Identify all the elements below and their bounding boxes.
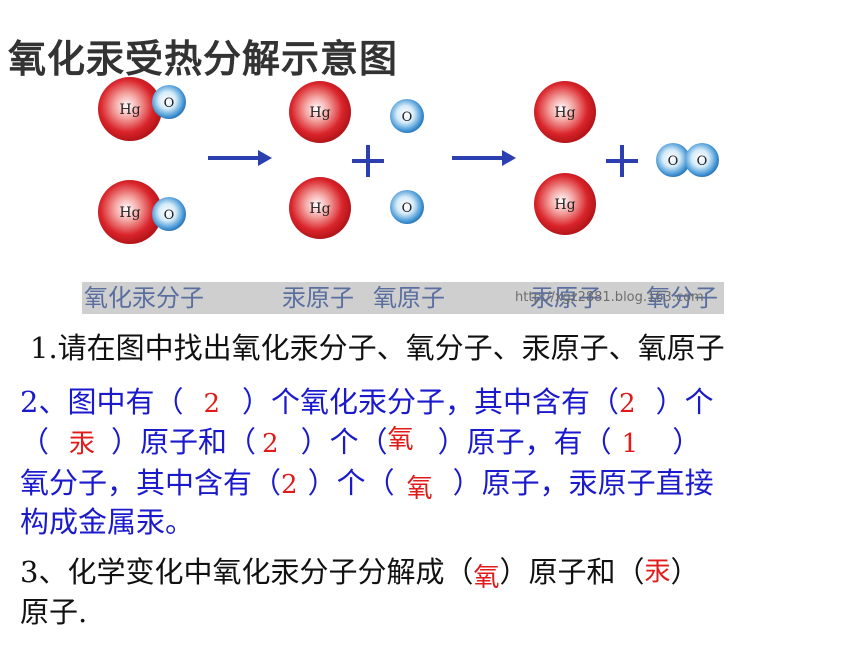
text: ） — [672, 425, 702, 459]
question-2-line-1: 2、图中有（2）个氧化汞分子，其中含有（2）个 — [20, 382, 714, 424]
o-atom — [152, 197, 186, 231]
oxygen-molecule: O O — [656, 143, 719, 177]
svg-text:O: O — [668, 154, 679, 169]
answer-2-8: 氧 — [406, 474, 433, 504]
watermark: http://xgz2881.blog.163.com — [515, 290, 704, 305]
svg-text:Hg: Hg — [309, 105, 330, 121]
answer-2-6: 1 — [621, 429, 639, 459]
hg-atom — [98, 180, 162, 244]
answer-2-4: 2 — [262, 429, 279, 459]
question-2-line-4: 构成金属汞。 — [20, 505, 195, 539]
text: ）原子，汞原子直接 — [452, 466, 714, 500]
mercury-atom: Hg — [534, 173, 596, 235]
page-title: 氧化汞受热分解示意图 — [8, 37, 399, 81]
svg-text:Hg: Hg — [309, 201, 330, 217]
plus-icon — [606, 145, 638, 177]
question-1: 1.请在图中找出氧化汞分子、氧分子、汞原子、氧原子 — [30, 331, 725, 365]
mercury-oxide-molecule: Hg O — [98, 77, 186, 141]
arrow-icon — [208, 150, 272, 166]
caption-mercury-atom-2: 汞原子 — [530, 284, 602, 312]
text: ）原子和（ — [499, 555, 645, 589]
question-3-line-1: 3、化学变化中氧化汞分子分解成（氧）原子和（汞） — [20, 552, 700, 594]
arrow-icon — [452, 150, 516, 166]
question-2-line-3: 氧分子，其中含有（2 ）个（ 氧 ）原子，汞原子直接 — [20, 463, 714, 505]
answer-2-7: 2 — [281, 470, 298, 500]
svg-text:O: O — [402, 201, 413, 216]
decomposition-diagram: Hg O Hg O Hg Hg O O Hg — [98, 77, 719, 244]
caption-oxygen-atom: 氧原子 — [373, 284, 445, 312]
hg-atom — [98, 77, 162, 141]
svg-text:O: O — [402, 110, 413, 125]
o-label: O — [164, 96, 175, 111]
text: 3、化学变化中氧化汞分子分解成（ — [20, 555, 474, 589]
answer-2-2: 2 — [619, 389, 636, 419]
caption-oxygen-molecule: 氧分子 — [646, 284, 718, 312]
text: ）个氧化汞分子，其中含有（ — [242, 385, 620, 419]
text: 2、图中有（ — [20, 385, 184, 419]
mercury-oxide-molecule: Hg O — [98, 180, 186, 244]
text: ）个（ — [300, 425, 388, 459]
text: ）个 — [655, 385, 714, 419]
caption-bar — [82, 282, 724, 314]
mercury-atom: Hg — [289, 177, 351, 239]
mercury-atom: Hg — [534, 81, 596, 143]
text: 氧分子，其中含有（ — [20, 466, 282, 500]
caption-mercury-atom: 汞原子 — [282, 284, 354, 312]
answer-2-1: 2 — [203, 389, 220, 419]
mercury-atom: Hg — [289, 81, 351, 143]
text: ）个（ — [307, 466, 395, 500]
hg-label: Hg — [119, 102, 140, 118]
text: ）原子，有（ — [437, 425, 612, 459]
svg-text:Hg: Hg — [554, 105, 575, 121]
hg-label: Hg — [119, 205, 140, 221]
answer-3-1: 氧 — [473, 563, 500, 593]
plus-icon — [352, 145, 384, 177]
caption-mercury-oxide-molecule: 氧化汞分子 — [84, 284, 204, 312]
oxygen-atom: O — [390, 190, 424, 224]
svg-text:Hg: Hg — [554, 197, 575, 213]
o-atom — [152, 85, 186, 119]
text: ） — [670, 555, 700, 589]
text: ）原子和（ — [111, 425, 257, 459]
o-label: O — [164, 208, 175, 223]
question-2-line-2: （ 汞 ）原子和（2 ）个（氧 ）原子，有（ 1 ） — [20, 422, 701, 464]
answer-3-2: 汞 — [644, 557, 671, 587]
question-3-line-2: 原子. — [20, 595, 88, 629]
answer-2-3: 汞 — [69, 429, 96, 459]
svg-text:O: O — [697, 154, 708, 169]
text: （ — [20, 425, 50, 459]
oxygen-atom: O — [390, 99, 424, 133]
answer-2-5: 氧 — [387, 425, 414, 455]
